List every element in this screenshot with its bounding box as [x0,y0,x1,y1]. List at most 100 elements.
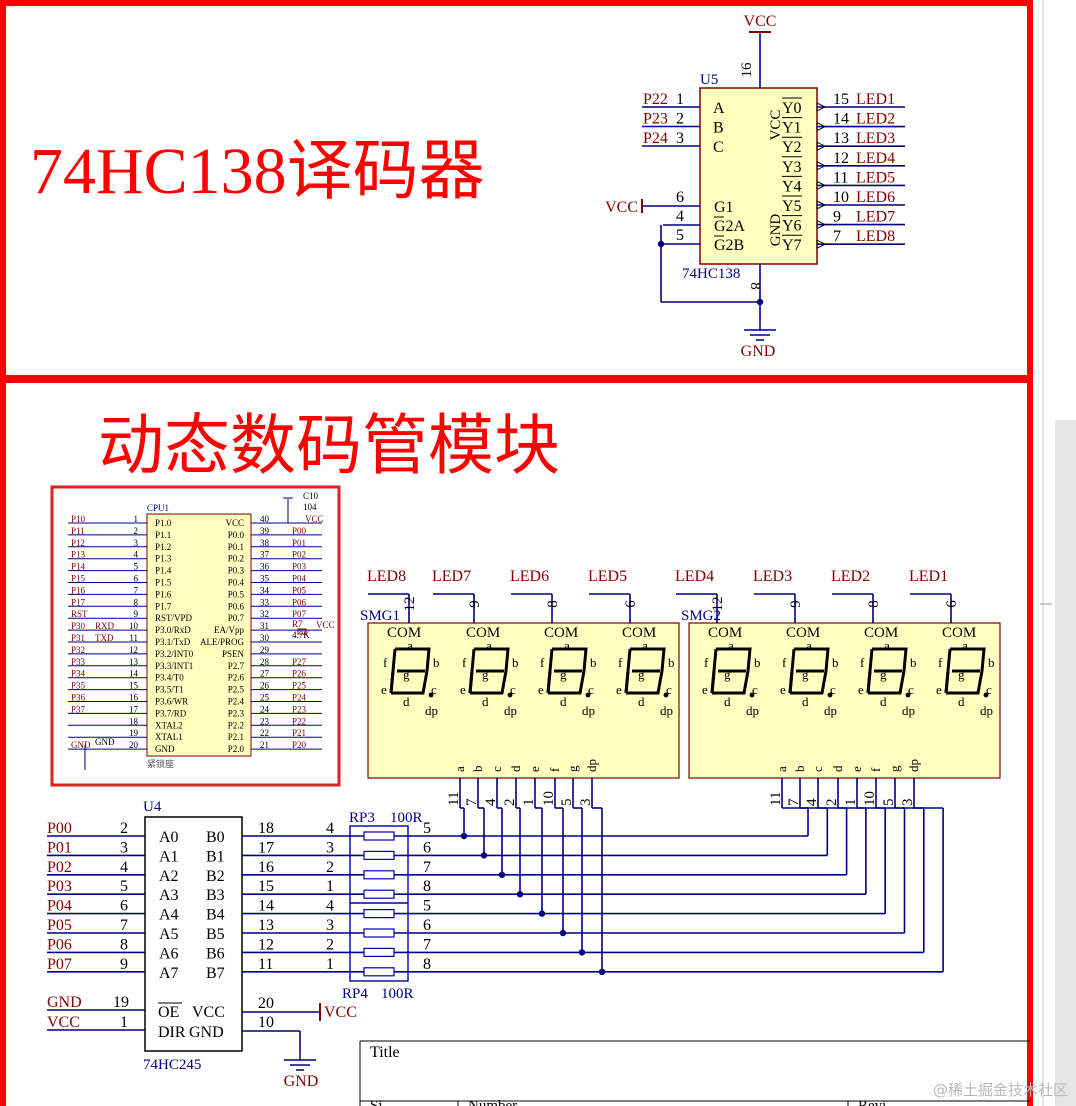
digit-seg-f-label: f [782,655,787,670]
smg-seg-label: f [868,767,883,772]
rp-junction [598,968,606,975]
cpu-left-pin: 14 [129,669,139,679]
digit-seg-f-label: f [383,655,388,670]
u5-output-pin: 10 [833,189,849,206]
digit-seg-e-label: e [858,682,864,697]
digit-segments [546,647,588,695]
u5-output-name: Y3 [782,159,802,176]
digit-seg-b-label: b [590,655,597,670]
cpu-right-name: P0.3 [228,566,245,576]
smg-seg-pin: 2 [502,799,518,807]
digit-seg-e-label: e [460,682,466,697]
u4-oe-name: OE [158,1004,179,1021]
smg-seg-label: dp [584,759,599,772]
digit-seg-f-label: f [938,655,943,670]
digit-seg-g-label: g [724,667,731,682]
cpu-left-pin: 12 [129,645,138,655]
digit-seg-dp-label: dp [660,703,673,718]
rp-resistor [363,947,395,958]
u4-body [144,816,243,1052]
cpu-right-name: VCC [225,518,244,528]
u5-gate-pin: 5 [676,227,684,244]
digit-seg-c-label: c [588,682,594,697]
cpu-left-name: XTAL1 [155,732,183,742]
cpu-r7-val: 4.7K [292,630,310,640]
smg-com-pin: 9 [467,600,483,608]
rp-resistor [363,870,395,880]
digit-seg-b-label: b [433,655,440,670]
rp-left-pin: 3 [326,917,334,934]
cpu-left-net: P11 [71,526,85,536]
cpu-left-pin: 8 [134,597,139,607]
cpu-left-name: P1.1 [155,530,171,540]
digit-seg-b-label: b [832,655,839,670]
cpu-right-name: P2.3 [228,708,245,718]
u4-a-net: P02 [47,859,72,876]
rp-left-pin: 2 [326,936,334,953]
cpu-right-name: ALE/PROG [200,637,245,647]
smg-seg-pin: 1 [521,799,537,807]
rp4-ref: RP4 [342,986,368,1002]
cpu-right-pin: 35 [260,574,270,584]
digit-seg-d-label: d [482,694,489,709]
rp-right-pin: 7 [423,936,431,953]
u4-b-name: B3 [206,887,225,904]
u5-output-pin: 15 [833,91,849,108]
cpu-left-pin: 6 [134,574,139,584]
rp-resistor [363,967,395,977]
u4-a-pin: 9 [120,956,128,973]
smg-seg-label: dp [906,759,921,772]
smg-body [367,622,680,779]
u5-input-net: P23 [643,111,668,128]
u4-a-name: A7 [159,965,179,982]
u4-b-pin: 15 [258,878,274,895]
cpu-left-alt: TXD [95,633,114,643]
digit-dp-dot [428,692,434,698]
rp-left-pin: 3 [326,839,334,856]
smg-body [688,622,1001,779]
u5-output-net: LED7 [856,209,895,226]
u5-output-arrow [816,239,827,250]
digit-seg-b-label: b [910,655,917,670]
cpu-left-pin: 19 [129,728,139,738]
smg-seg-label: f [547,767,562,772]
cpu-left-net: P34 [71,669,86,679]
smg-seg-label: c [810,766,825,772]
cpu-right-name: P2.2 [228,720,244,730]
cpu-right-pin: 27 [260,669,270,679]
cpu-left-pin: 4 [134,550,139,560]
digit-seg-d-label: d [958,694,965,709]
u4-a-pin: 8 [120,936,128,953]
smg-com-net: LED4 [675,568,714,585]
digit-seg-g-label: g [958,667,965,682]
rp-right-pin: 6 [423,917,431,934]
u5-input-net: P24 [643,130,668,147]
digit-seg-g-label: g [880,667,887,682]
digit-seg-dp-label: dp [824,703,837,718]
cpu-left-net: P16 [71,585,86,595]
u4-b-name: B4 [206,907,225,924]
cpu-right-net: P25 [292,681,307,691]
u4-a-net: P03 [47,878,72,895]
cpu-right-pin: 37 [260,550,270,560]
cpu-left-name: P3.6/WR [155,697,188,707]
smg-seg-label: e [527,766,542,772]
cpu-right-name: P2.5 [228,685,245,695]
cpu-right-net: P22 [292,716,306,726]
u4-b-pin: 16 [258,859,274,876]
scrollbar-track [1055,420,1076,1106]
rp-resistor [363,850,395,861]
u5-gate-pin: 6 [676,189,684,206]
digit-segments [788,647,830,695]
cpu-right-name: P0.2 [228,554,244,564]
smg-seg-pin: 10 [541,791,557,806]
cpu-left-pin: 13 [129,657,139,667]
u5-g2-junction [657,240,665,248]
cpu-right-net: P20 [292,740,307,750]
cpu-left-pin: 9 [134,609,139,619]
u5-input-name: B [713,120,724,137]
u4-a-net: P05 [47,917,72,934]
rp-junction [480,852,488,859]
digit-seg-dp-label: dp [746,703,759,718]
rp-left-pin: 1 [326,878,334,895]
